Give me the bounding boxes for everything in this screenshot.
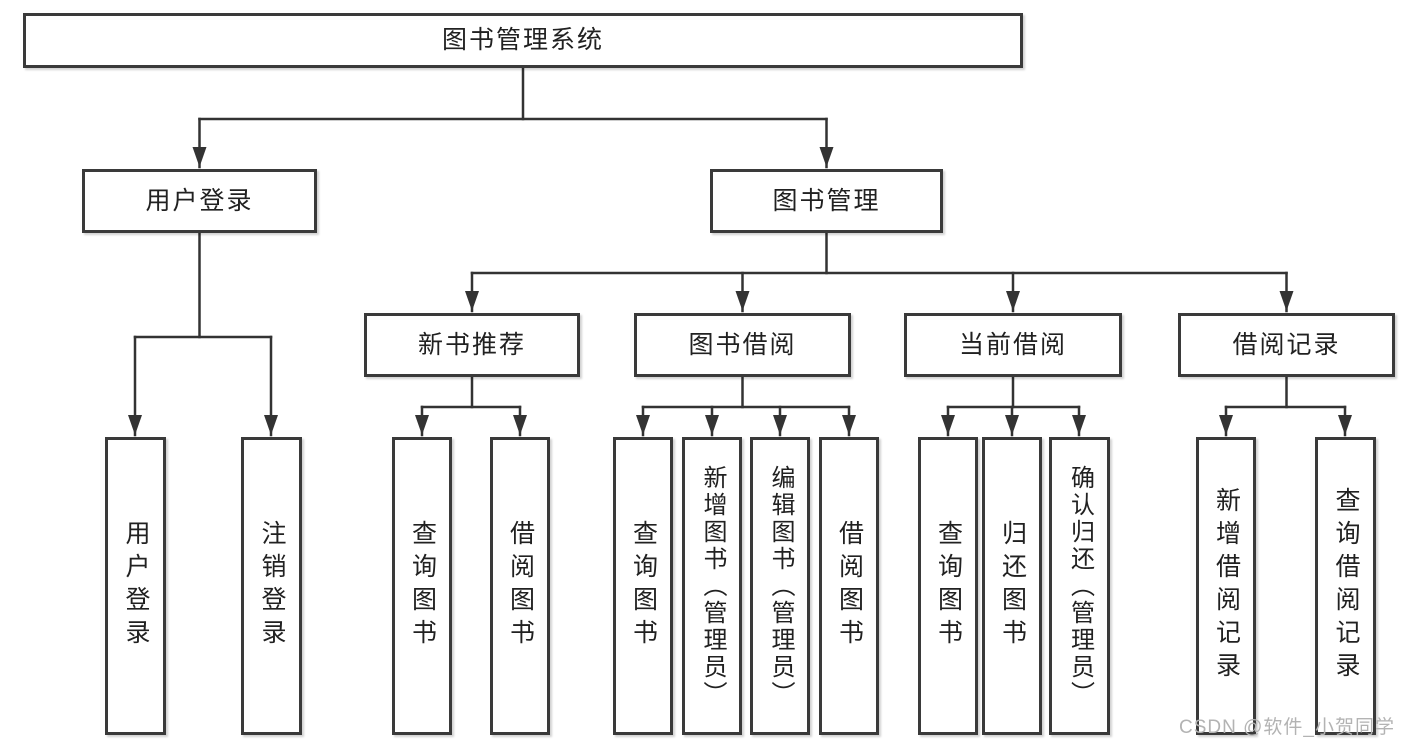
connector-book-borrow-split — [636, 375, 856, 437]
node-current-borrow: 当前借阅 — [904, 313, 1122, 377]
leaf-confirm-return-admin-label: 确认归还（管理员） — [1066, 464, 1094, 708]
node-book-management: 图书管理 — [710, 169, 943, 233]
leaf-return-books: 归还图书 — [982, 437, 1042, 735]
node-new-book-recommend: 新书推荐 — [364, 313, 580, 377]
node-book-borrow-label: 图书借阅 — [688, 330, 797, 359]
leaf-borrow-books-label: 借阅图书 — [835, 520, 864, 652]
leaf-edit-books-admin: 编辑图书（管理员） — [750, 437, 810, 735]
leaf-borrow-books-recommend-label: 借阅图书 — [506, 520, 535, 652]
leaf-query-books-recommend: 查询图书 — [392, 437, 452, 735]
leaf-return-books-label: 归还图书 — [998, 520, 1027, 652]
leaf-confirm-return-admin: 确认归还（管理员） — [1049, 437, 1110, 735]
connector-root-split — [192, 66, 834, 169]
node-root-library-system: 图书管理系统 — [23, 13, 1023, 68]
leaf-query-borrow-record: 查询借阅记录 — [1315, 437, 1376, 735]
leaf-query-books-recommend-label: 查询图书 — [408, 520, 437, 652]
connector-current-borrow-split — [941, 375, 1086, 437]
node-borrow-records-label: 借阅记录 — [1232, 330, 1341, 359]
node-user-login: 用户登录 — [82, 169, 317, 233]
leaf-query-books-current: 查询图书 — [918, 437, 978, 735]
leaf-borrow-books: 借阅图书 — [819, 437, 879, 735]
leaf-query-books-borrow: 查询图书 — [613, 437, 673, 735]
leaf-add-books-admin-label: 新增图书（管理员） — [699, 464, 726, 708]
node-new-book-recommend-label: 新书推荐 — [417, 330, 526, 359]
node-root-label: 图书管理系统 — [441, 26, 604, 54]
leaf-query-books-borrow-label: 查询图书 — [629, 520, 658, 652]
leaf-add-books-admin: 新增图书（管理员） — [682, 437, 742, 735]
connector-borrow-records-split — [1219, 375, 1352, 437]
connector-user-login-split — [128, 231, 278, 437]
leaf-add-borrow-record: 新增借阅记录 — [1196, 437, 1256, 735]
node-current-borrow-label: 当前借阅 — [958, 330, 1067, 359]
connector-book-management-split — [465, 231, 1294, 313]
node-book-borrow: 图书借阅 — [634, 313, 851, 377]
leaf-logout-label: 注销登录 — [258, 520, 286, 652]
leaf-edit-books-admin-label: 编辑图书（管理员） — [767, 464, 794, 708]
leaf-add-borrow-record-label: 新增借阅记录 — [1212, 487, 1241, 685]
node-user-login-label: 用户登录 — [145, 186, 254, 215]
csdn-watermark: CSDN @软件_小贺同学 — [1179, 717, 1395, 738]
leaf-logout: 注销登录 — [241, 437, 302, 735]
leaf-user-login: 用户登录 — [105, 437, 166, 735]
leaf-query-books-current-label: 查询图书 — [934, 520, 963, 652]
node-book-management-label: 图书管理 — [772, 186, 881, 215]
connector-new-book-recommend-split — [415, 375, 527, 437]
leaf-user-login-label: 用户登录 — [122, 520, 150, 652]
node-borrow-records: 借阅记录 — [1178, 313, 1395, 377]
leaf-query-borrow-record-label: 查询借阅记录 — [1332, 487, 1360, 685]
leaf-borrow-books-recommend: 借阅图书 — [490, 437, 550, 735]
